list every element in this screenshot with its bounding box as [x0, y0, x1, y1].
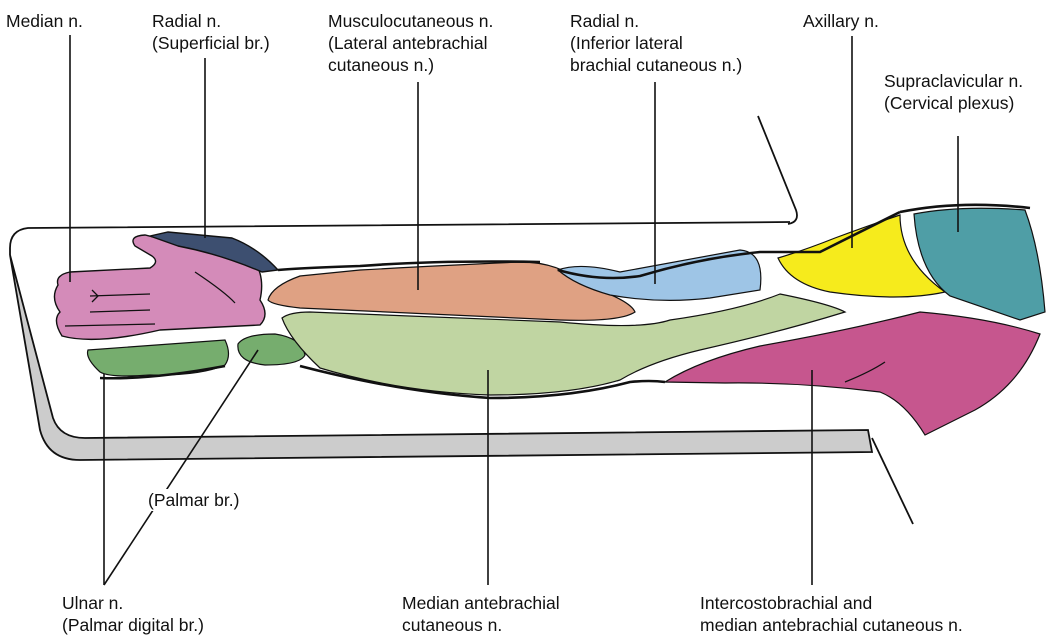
label-musculocutaneous-line: cutaneous n.) — [328, 54, 493, 76]
label-radial-superficial: Radial n.(Superficial br.) — [152, 10, 270, 54]
arm-board-top-outline — [10, 222, 790, 255]
arm-board-leg — [872, 438, 913, 524]
label-median-antebrachial-line: Median antebrachial — [402, 592, 560, 614]
arm-board-support-strut — [758, 116, 797, 224]
label-supraclavicular-line: (Cervical plexus) — [884, 92, 1023, 114]
label-supraclavicular: Supraclavicular n.(Cervical plexus) — [884, 70, 1023, 114]
label-supraclavicular-line: Supraclavicular n. — [884, 70, 1023, 92]
label-palmar-br-line: (Palmar br.) — [148, 489, 239, 511]
label-intercostobrachial-line: median antebrachial cutaneous n. — [700, 614, 963, 636]
label-radial-inferior-line: brachial cutaneous n.) — [570, 54, 742, 76]
label-radial-inferior-line: (Inferior lateral — [570, 32, 742, 54]
label-palmar-br: (Palmar br.) — [148, 489, 239, 511]
label-radial-superficial-line: Radial n. — [152, 10, 270, 32]
label-ulnar: Ulnar n.(Palmar digital br.) — [62, 592, 204, 636]
label-radial-inferior-line: Radial n. — [570, 10, 742, 32]
arm-regions — [54, 205, 1045, 435]
label-axillary: Axillary n. — [803, 10, 879, 32]
label-median-antebrachial-line: cutaneous n. — [402, 614, 560, 636]
label-musculocutaneous-line: (Lateral antebrachial — [328, 32, 493, 54]
label-intercostobrachial-line: Intercostobrachial and — [700, 592, 963, 614]
leader-ulnar-palmar — [104, 350, 258, 585]
region-ulnar — [88, 340, 229, 376]
label-musculocutaneous: Musculocutaneous n.(Lateral antebrachial… — [328, 10, 493, 76]
label-ulnar-line: (Palmar digital br.) — [62, 614, 204, 636]
label-ulnar-line: Ulnar n. — [62, 592, 204, 614]
label-musculocutaneous-line: Musculocutaneous n. — [328, 10, 493, 32]
region-supraclavicular — [914, 208, 1045, 320]
label-median-n-line: Median n. — [6, 10, 83, 32]
label-axillary-line: Axillary n. — [803, 10, 879, 32]
label-median-n: Median n. — [6, 10, 83, 32]
label-radial-superficial-line: (Superficial br.) — [152, 32, 270, 54]
